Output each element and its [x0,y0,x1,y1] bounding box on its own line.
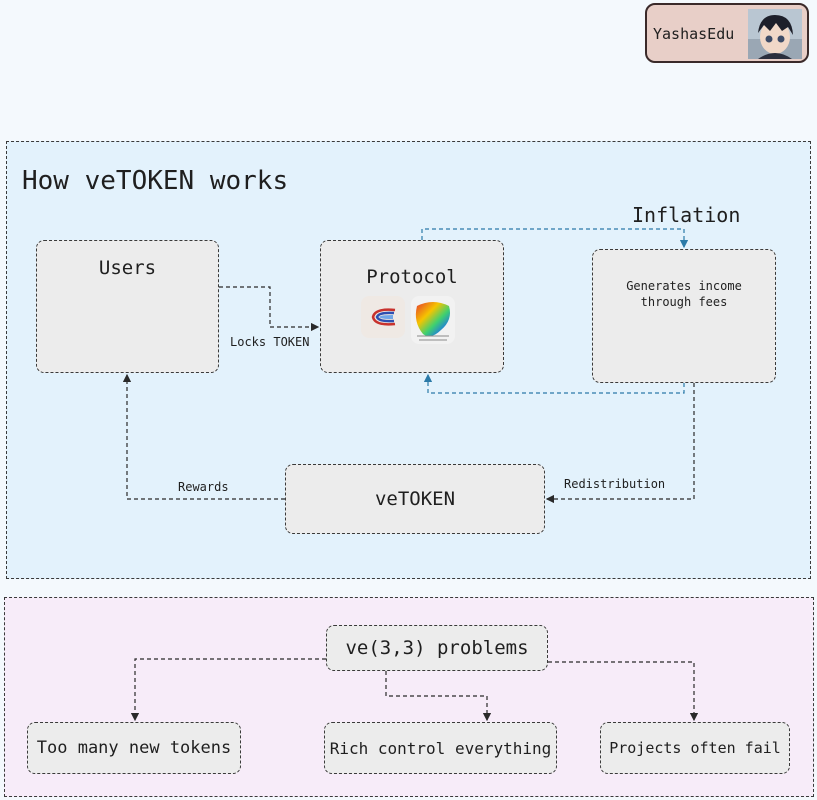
panel-title: How veTOKEN works [22,166,289,196]
locks-token-label: Locks TOKEN [230,335,310,349]
stripes-logo-icon [371,308,396,326]
brand-badge: YashasEdu [645,3,809,63]
problem-item-1: Too many new tokens [27,722,241,774]
protocol-logo-curve [411,296,455,344]
problems-title: ve(3,3) problems [345,637,529,659]
problem-item-3-label: Projects often fail [609,739,781,757]
curve-logo-icon [415,302,450,341]
income-line2: through fees [640,295,728,309]
problem-item-2-label: Rich control everything [329,738,552,758]
protocol-logo-stripes [361,296,405,338]
problem-item-1-label: Too many new tokens [36,738,232,758]
income-node: Generates income through fees [592,249,776,383]
problems-title-node: ve(3,3) problems [326,625,548,671]
avatar [748,9,802,59]
users-node: Users [36,240,219,373]
income-line1: Generates income [626,279,742,293]
inflation-label: Inflation [632,203,741,227]
rewards-label: Rewards [178,480,229,494]
protocol-node: Protocol [320,240,504,373]
problem-item-3: Projects often fail [600,722,790,774]
users-label: Users [98,257,157,279]
vetoken-node: veTOKEN [285,464,545,534]
protocol-label: Protocol [366,266,458,288]
redistribution-label: Redistribution [564,477,666,491]
problem-item-2: Rich control everything [324,722,557,774]
brand-name: YashasEdu [653,25,735,43]
vetoken-label: veTOKEN [374,488,456,510]
